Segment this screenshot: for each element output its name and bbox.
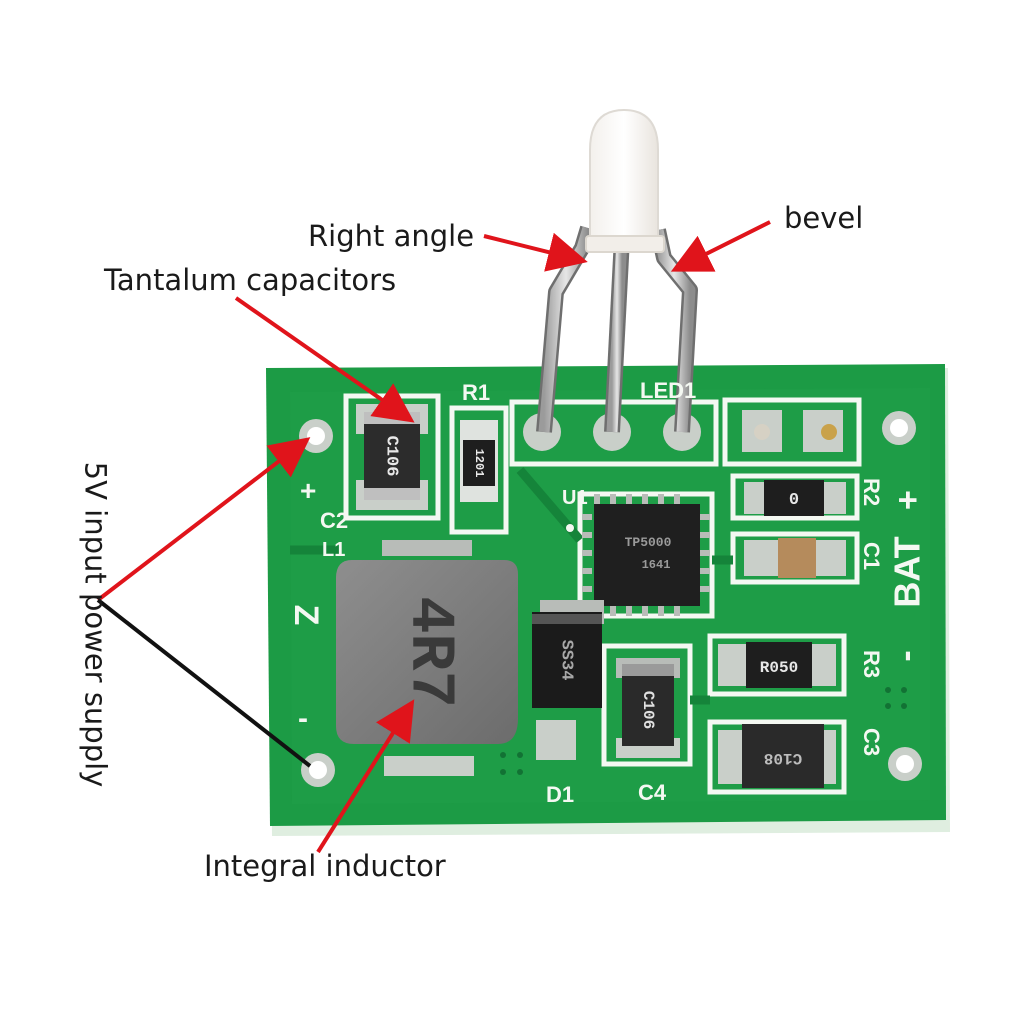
silk-minus: - — [298, 702, 308, 735]
c4-marking: C106 — [639, 691, 657, 729]
silk-r1: R1 — [462, 380, 490, 405]
l1-inductor: 4R7 — [336, 540, 518, 744]
c1-capacitor — [744, 538, 846, 578]
silkscreen-outlines — [343, 393, 862, 795]
diode-marking: SS34 — [557, 640, 576, 681]
r3-resistor: R050 — [718, 642, 836, 688]
input-negative-line — [96, 598, 312, 768]
silk-d1: D1 — [546, 782, 574, 807]
r2-marking: 0 — [789, 491, 799, 510]
silk-led1: LED1 — [640, 378, 696, 403]
silk-bat-minus: - — [887, 650, 925, 661]
silk-r2: R2 — [859, 478, 884, 506]
r1-resistor: 1201 — [460, 420, 498, 502]
right-angle-arrow — [483, 232, 588, 272]
silk-c2: C2 — [320, 508, 348, 533]
silk-r3: R3 — [859, 650, 884, 678]
chip-date-marking: 1641 — [642, 558, 671, 572]
c3-capacitor: C108 — [718, 724, 836, 788]
led-body — [585, 108, 665, 253]
silk-c4: C4 — [638, 780, 667, 805]
r2-resistor: 0 — [744, 480, 846, 516]
input-positive-arrow — [96, 437, 311, 602]
callout-input-supply: 5V input power supply — [78, 461, 113, 788]
r1-marking: 1201 — [472, 449, 486, 478]
bevel-arrow — [670, 220, 771, 272]
silk-c3: C3 — [859, 728, 884, 756]
silk-plus: + — [300, 475, 316, 506]
tantalum-arrow — [234, 296, 415, 423]
callout-bevel: bevel — [784, 201, 864, 235]
callout-lines — [96, 220, 771, 854]
c2-capacitor: C106 — [364, 412, 420, 500]
c4-capacitor: C106 — [616, 658, 680, 746]
vias — [500, 687, 907, 775]
chip-marking: TP5000 — [625, 535, 672, 550]
inductor-arrow — [316, 699, 415, 854]
silk-u1: U1 — [562, 487, 588, 509]
c2-marking: C106 — [382, 436, 401, 477]
silk-bat-plus: + — [889, 490, 927, 510]
c3-marking: C108 — [764, 749, 802, 767]
d1-diode: SS34 — [532, 600, 604, 708]
silk-bat: BAT — [887, 536, 928, 607]
r3-marking: R050 — [760, 659, 798, 677]
inductor-marking: 4R7 — [395, 596, 466, 708]
callout-right-angle: Right angle — [308, 219, 475, 253]
callout-inductor: Integral inductor — [204, 849, 446, 883]
callout-tantalum: Tantalum capacitors — [104, 263, 397, 297]
silk-l1: L1 — [322, 539, 345, 561]
silk-c1: C1 — [859, 542, 884, 570]
silk-input-marker: Z — [287, 605, 325, 626]
mounting-holes — [299, 411, 922, 787]
